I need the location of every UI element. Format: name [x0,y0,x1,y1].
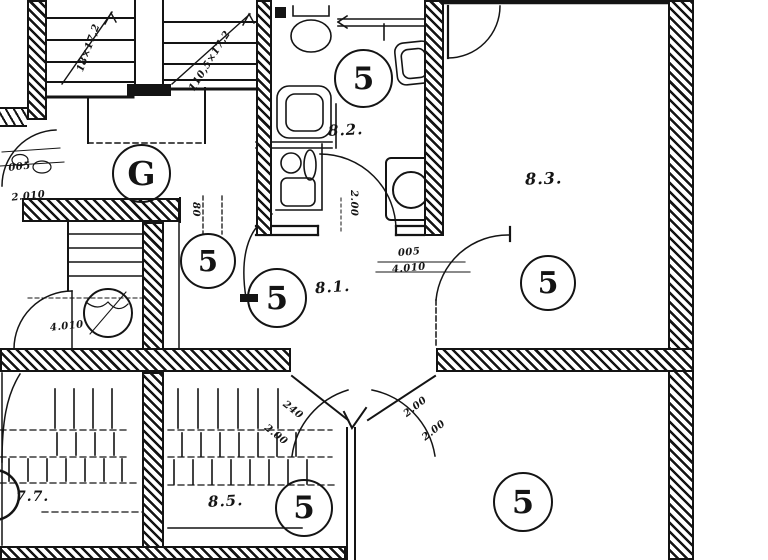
wall-bath-left [256,0,272,236]
wc-room-fixtures [255,5,435,149]
circled-marker-room-right: 5 [520,255,576,311]
room-label-stair-bottom: 8.5. [207,491,244,511]
door-left-of-g [0,129,65,187]
wall-main-horizontal-left [0,348,291,372]
circled-marker-hall-left: 5 [180,233,236,289]
dim-door-hall-width: 80 [190,202,201,217]
double-door-bottom [290,374,437,560]
bath-room-fixtures [254,143,437,237]
room-right-walls [375,0,671,349]
dim-bath-door: 2.00 [348,190,359,217]
dim-door-left-w: 005 [7,160,32,174]
room-label-bottom-left: 7.7. [16,489,50,505]
toilet-icon [290,19,332,53]
circled-marker-room-bottom-right: 5 [493,472,553,532]
dim-door-right-w: 005 [397,246,421,259]
circled-marker-stair-bottom: 5 [275,479,333,537]
circled-marker-wc: 5 [334,49,393,108]
basin-icon [276,85,332,139]
room-label-bathroom: 8.2. [327,120,364,140]
dim-balcony-right-w: 2.00 [401,394,430,420]
wall-bath-right [424,0,444,236]
dim-door-left-h: 2.010 [11,189,46,204]
wall-main-horizontal-right [436,348,694,372]
circled-marker-g: G [112,144,171,203]
room-label-room-right: 8.3. [524,168,563,189]
staircase-mid-left [13,221,161,350]
dim-balcony-left-w: 240 [280,398,305,422]
wall-midstair-right [142,222,164,352]
hall-g-partitions [87,87,206,349]
dim-balcony-left-h: 2.00 [262,422,290,448]
wall-exterior-right [668,0,694,560]
wall-bottom-band [0,546,346,560]
stove-icon [280,152,302,174]
staircase-top-left [45,0,258,99]
wall-below-g [22,198,180,222]
dim-balcony-right-h: 2.00 [420,418,448,444]
wall-bottom-divider [142,372,164,560]
room-label-hall: 8.1. [314,276,351,298]
wall-stub-left [0,107,27,127]
wall-stair-left [27,0,47,120]
circled-marker-hall-main: 5 [247,268,307,328]
